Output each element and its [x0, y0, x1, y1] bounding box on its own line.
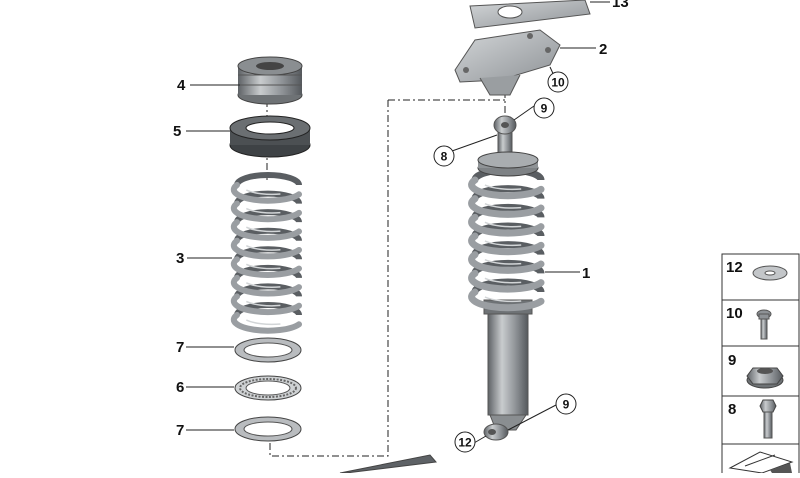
spring-coil-highlight: [484, 184, 522, 191]
part-6-thrust-bearing: [234, 375, 302, 401]
spring-coil-front: [230, 256, 302, 278]
callout-5: 5: [173, 123, 181, 140]
bolt-icon: [756, 309, 772, 340]
spring-coil-highlight: [484, 258, 522, 265]
spring-coil-front: [230, 274, 302, 297]
callout-1: 1: [582, 265, 590, 282]
spring-coil-highlight: [245, 245, 281, 251]
spring-coil-front: [230, 182, 302, 204]
circled-8: 8: [441, 150, 448, 164]
callout-13: 13: [612, 0, 629, 11]
spring-coil-back: [234, 283, 302, 298]
leader-lines: [186, 1, 610, 444]
circled-9-top: 9: [541, 102, 548, 116]
kit-box-icon: [728, 451, 794, 474]
circle-9-bottom: [555, 393, 577, 415]
spring-coil-front: [468, 269, 545, 293]
legend-label-10: 10: [726, 305, 743, 322]
spring-coil-back: [234, 264, 302, 279]
spring-coil-back: [234, 209, 302, 223]
spring-coil-highlight: [245, 226, 281, 233]
part-2-mounting-plate: [454, 29, 561, 96]
spring-coil-front: [230, 200, 302, 223]
spring-coil-front: [230, 219, 302, 241]
hex-bolt-icon: [759, 399, 777, 439]
callout-7-upper: 7: [176, 339, 184, 356]
spring-coil-back: [234, 227, 302, 242]
spring-coil-back: [234, 302, 302, 316]
circled-10: 10: [551, 76, 565, 90]
callout-6: 6: [176, 379, 184, 396]
spring-coil-front: [230, 237, 302, 260]
spring-coil-back: [234, 172, 302, 186]
spring-coil-highlight: [245, 282, 281, 288]
spring-coil-highlight: [484, 221, 522, 228]
part-5-spring-seat: [229, 115, 311, 158]
hex-nut-icon: [746, 367, 784, 389]
spring-coil-highlight: [245, 189, 281, 196]
circle-12: [454, 431, 476, 453]
callouts: 4 5 3 7 6 7 1 2 13: [173, 0, 629, 439]
legend-item-10: 10: [726, 305, 772, 340]
spring-coil-highlight: [484, 202, 522, 209]
spring-coil-front: [468, 213, 545, 237]
spring-coil-highlight: [245, 300, 281, 307]
spring-coil-highlight: [484, 277, 522, 284]
legend-label-9: 9: [728, 352, 736, 369]
legend-item-9: 9: [728, 352, 784, 389]
callout-7-lower: 7: [176, 422, 184, 439]
spring-coil-back: [234, 190, 302, 205]
spring-coil-front: [468, 176, 545, 200]
part-4-bump-stop: [237, 56, 303, 105]
circle-9-top: [533, 97, 555, 119]
legend-label-8: 8: [728, 401, 736, 418]
part-7-washer-lower: [234, 416, 302, 442]
spring-coil-front: [468, 251, 545, 274]
circle-10: [547, 71, 569, 93]
spring-coil-front: [230, 312, 302, 334]
washer-icon: [752, 265, 788, 281]
parts-legend: 12 10 9 8: [721, 253, 800, 475]
circled-callouts: 8 9 10 9 12: [433, 71, 577, 453]
circled-12: 12: [458, 436, 472, 450]
spring-coil-highlight: [245, 263, 281, 270]
circled-9-bottom: 9: [563, 398, 570, 412]
part-1-spring-seat-top: [477, 151, 539, 177]
part-12-rod: [339, 454, 437, 474]
legend-item-12: 12: [726, 259, 788, 281]
part-7-washer-upper: [234, 337, 302, 363]
part-1-shock-spring: [468, 166, 545, 312]
part-13-top-plate: [469, 0, 591, 29]
spring-coil-highlight: [245, 207, 281, 214]
spring-coil-front: [230, 293, 302, 316]
circle-8: [433, 145, 455, 167]
callout-4: 4: [177, 77, 186, 94]
spring-coil-front: [468, 195, 545, 218]
spring-coil-highlight: [245, 319, 281, 326]
spring-coil-front: [468, 288, 545, 312]
spring-coil-back: [234, 246, 302, 260]
callout-3: 3: [176, 250, 184, 267]
legend-item-8: 8: [728, 399, 777, 439]
legend-frame: [721, 253, 800, 475]
part-1-shock-absorber: [483, 115, 533, 441]
spring-coil-highlight: [484, 296, 522, 303]
spring-coil-highlight: [484, 240, 522, 247]
spring-coil-front: [468, 232, 545, 256]
callout-2: 2: [599, 41, 607, 58]
legend-label-12: 12: [726, 259, 743, 276]
part-3-coil-spring: [230, 172, 302, 334]
